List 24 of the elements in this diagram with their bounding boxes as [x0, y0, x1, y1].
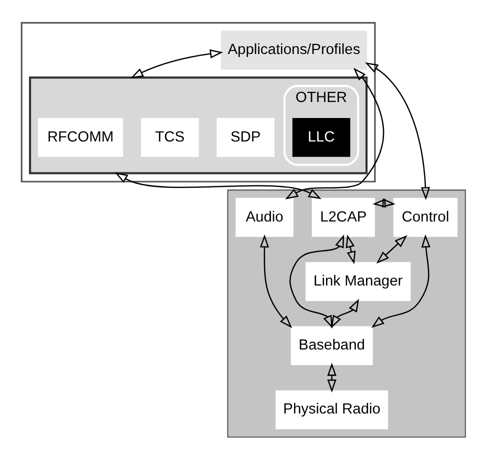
- arrow: [345, 234, 356, 264]
- arrow: [370, 234, 430, 328]
- cluster: [28, 76, 368, 174]
- arrow: [376, 235, 407, 264]
- node-box: RFCOMM: [37, 118, 123, 157]
- node-box: Applications/Profiles: [220, 30, 367, 70]
- arrow: [326, 362, 336, 393]
- arrow: [364, 62, 430, 200]
- arrow: [259, 234, 292, 328]
- arrow: [114, 172, 321, 200]
- arrow: [284, 68, 384, 200]
- node-box: Link Manager: [305, 262, 410, 301]
- node-box: TCS: [140, 118, 198, 157]
- node-box: L2CAP: [311, 198, 374, 237]
- arrow: [372, 198, 395, 208]
- arrow: [330, 298, 359, 328]
- node-box: SDP: [216, 118, 274, 157]
- node-box: Physical Radio: [275, 390, 388, 430]
- node-box: LLC: [292, 118, 350, 157]
- arrow: [130, 49, 223, 78]
- node-box: Baseband: [290, 326, 372, 366]
- arrow: [288, 234, 344, 328]
- node-box: Control: [392, 198, 457, 237]
- node-box: Audio: [235, 198, 293, 237]
